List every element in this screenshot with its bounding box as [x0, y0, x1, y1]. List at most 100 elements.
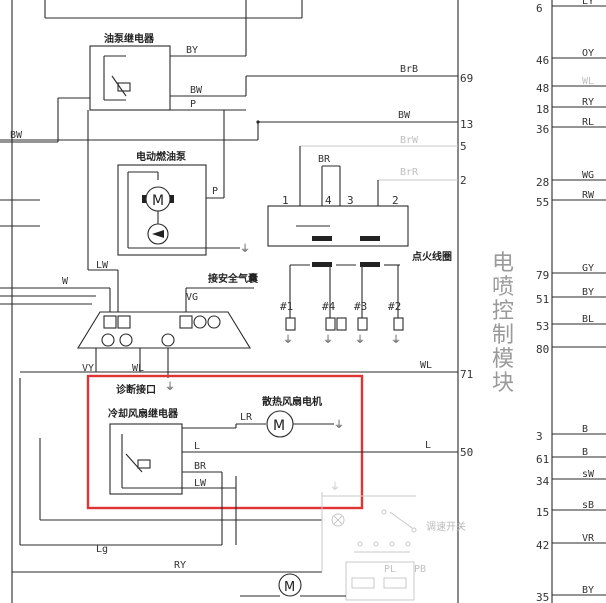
- wire-label-bw2: BW: [398, 110, 411, 121]
- module-pin-wire-label: GY: [582, 263, 594, 274]
- ground-symbol: ⏚: [240, 243, 250, 255]
- wire-label-br2: BR: [194, 461, 207, 472]
- module-title-char: 电: [492, 251, 514, 276]
- module-pin-wire-label: WL: [582, 76, 594, 87]
- ground-symbol: ⏚: [165, 381, 175, 393]
- wire-label-vy: VY: [82, 363, 94, 374]
- module-pin-wire-label: B: [582, 424, 588, 435]
- pump-arrow: [152, 230, 164, 238]
- wire-label-brw: BrW: [400, 135, 419, 146]
- diag-port-label: 诊断接口: [116, 383, 156, 396]
- module-pin-number: 6: [536, 2, 543, 15]
- module-pin-number: 61: [536, 453, 549, 466]
- relay-switch: [111, 75, 127, 97]
- module-pin-wire-label: LY: [582, 0, 594, 7]
- switch-contact: [357, 541, 363, 547]
- module-pin-number: 18: [536, 103, 549, 116]
- connector-pin: [103, 315, 117, 329]
- fuel-pump-label: 电动燃油泵: [136, 150, 187, 163]
- spark-4: #4: [322, 300, 336, 313]
- wire-label-l: L: [194, 441, 200, 452]
- module-pin-number: 46: [536, 54, 549, 67]
- wire-label-brb: BrB: [400, 64, 418, 75]
- ground-symbol: ⏚: [355, 334, 365, 346]
- switch-contact: [411, 527, 417, 533]
- module-title-char: 控: [492, 299, 514, 324]
- coil-pin-4: 4: [325, 194, 332, 207]
- resistor: [383, 577, 407, 589]
- wire-label-by: BY: [186, 45, 198, 56]
- coil-core: [312, 236, 332, 241]
- resistor: [351, 577, 375, 589]
- module-pin-number: 35: [536, 591, 549, 603]
- fuel-pump-box: [117, 164, 207, 256]
- module-pin-number: 51: [536, 293, 549, 306]
- relay-coil: [137, 459, 151, 469]
- pin-13: 13: [460, 118, 473, 131]
- connector-pin: [161, 333, 175, 347]
- relay-switch: [125, 453, 143, 473]
- coil-pin-2: 2: [392, 194, 399, 207]
- cool-fan-relay-box: [109, 423, 183, 495]
- switch-contact: [405, 541, 411, 547]
- module-title-char: 模: [492, 347, 514, 372]
- module-pin-wire-label: RW: [582, 190, 595, 201]
- pl-label: PL: [384, 564, 396, 575]
- module-pin-number: 36: [536, 123, 549, 136]
- connector-pin: [119, 333, 133, 347]
- coil-core: [360, 262, 380, 267]
- module-title-char: 喷: [492, 275, 514, 300]
- lamp-symbol: [331, 513, 345, 527]
- wire-label-brr: BrR: [400, 167, 419, 178]
- oil-pump-relay-box: [89, 45, 171, 111]
- connector-pin: [101, 333, 115, 347]
- coil-pin-1: 1: [282, 194, 289, 207]
- spark-plug: [393, 317, 404, 331]
- module-title-char: 制: [492, 323, 514, 348]
- cool-fan-motor-label: 散热风扇电机: [262, 395, 322, 408]
- spark-1: #1: [280, 300, 293, 313]
- resistor-box: [345, 561, 415, 601]
- connector-block: [77, 311, 251, 349]
- module-pin-wire-label: B: [582, 447, 588, 458]
- ignition-coil-label: 点火线圈: [412, 250, 452, 263]
- ground-symbol: ⏚: [323, 334, 333, 346]
- ground-symbol: ⏚: [334, 419, 344, 431]
- wire-label-lw2: LW: [194, 478, 207, 489]
- switch-contact: [389, 541, 395, 547]
- wire-label-lw: LW: [96, 260, 109, 271]
- module-pin-number: 48: [536, 82, 549, 95]
- airbag-label: 接安全气囊: [208, 272, 259, 285]
- pump-motor-m: M: [152, 193, 164, 209]
- module-pin-number: 55: [536, 196, 549, 209]
- wire-label-w: W: [62, 276, 69, 287]
- switch-contact: [381, 509, 387, 515]
- module-title: 电喷控制模块: [492, 251, 514, 396]
- module-pin-number: 28: [536, 176, 549, 189]
- ground-symbol: ⏚: [391, 334, 401, 346]
- ignition-coil-box: [267, 205, 409, 247]
- coil-core: [360, 236, 380, 241]
- motor-brush: [142, 195, 146, 203]
- module-pin-number: 3: [536, 430, 543, 443]
- spark-2: #2: [388, 300, 401, 313]
- module-pin-number: 53: [536, 320, 549, 333]
- oil-pump-relay-label: 油泵继电器: [104, 32, 155, 45]
- cool-fan-relay-label: 冷却风扇继电器: [108, 407, 179, 420]
- wire-label-bw-left: BW: [10, 130, 23, 141]
- module-pin-wire-label: sB: [582, 500, 594, 511]
- module-pin-wire-label: sW: [582, 469, 595, 480]
- coil-pin-3: 3: [347, 194, 354, 207]
- motor-m-bottom: M: [284, 580, 295, 595]
- wire-label-lr: LR: [240, 412, 253, 423]
- connector-pin: [207, 315, 221, 329]
- module-pin-wire-label: BY: [582, 287, 594, 298]
- pin-5: 5: [460, 140, 467, 153]
- speed-switch-label: 调速开关: [426, 520, 466, 533]
- module-title-char: 块: [492, 371, 514, 396]
- relay-coil: [117, 82, 131, 92]
- pin-50: 50: [460, 446, 473, 459]
- wire-label-vg: VG: [186, 292, 198, 303]
- coil-core: [312, 262, 332, 267]
- pin-2: 2: [460, 174, 467, 187]
